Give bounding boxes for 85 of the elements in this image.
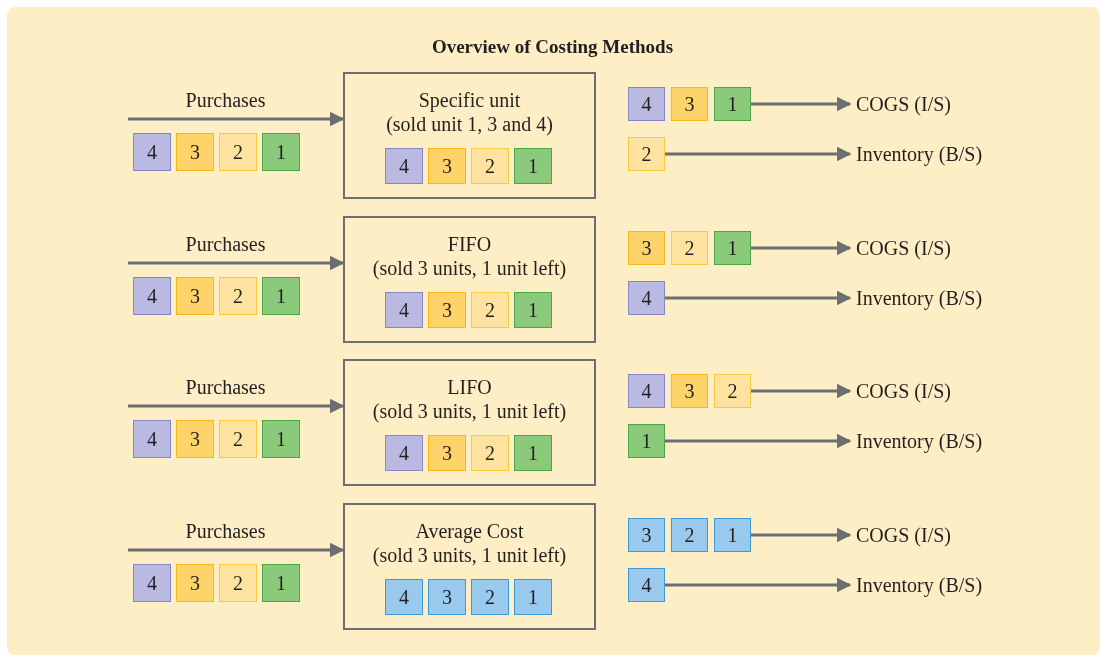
- unit-square: 1: [514, 292, 552, 328]
- edge-label: Purchases: [185, 233, 266, 256]
- arrow: [751, 96, 852, 112]
- unit-square: 4: [628, 281, 665, 315]
- unit-square: 3: [176, 420, 214, 458]
- unit-square: 2: [219, 420, 257, 458]
- unit-square: 3: [428, 435, 466, 471]
- unit-square: 1: [714, 87, 751, 121]
- unit-square: 4: [133, 564, 171, 602]
- account-label: Inventory (B/S): [850, 570, 1010, 600]
- account-label: COGS (I/S): [850, 233, 980, 263]
- unit-square: 1: [262, 277, 300, 315]
- unit-square: 3: [428, 579, 466, 615]
- unit-square: 3: [671, 374, 708, 408]
- unit-square: 1: [514, 579, 552, 615]
- unit-square: 1: [262, 564, 300, 602]
- unit-square: 3: [176, 564, 214, 602]
- method-title: Average Cost: [414, 519, 525, 543]
- arrow: [751, 383, 852, 399]
- method-box: [343, 216, 596, 343]
- unit-square: 3: [428, 292, 466, 328]
- edge-label: Purchases: [185, 520, 266, 543]
- account-label: COGS (I/S): [850, 520, 980, 550]
- method-note: (sold 3 units, 1 unit left): [371, 543, 568, 567]
- edge-label: Purchases: [185, 376, 266, 399]
- unit-square: 3: [628, 231, 665, 265]
- unit-square: 4: [628, 568, 665, 602]
- arrow: [128, 542, 345, 558]
- unit-square: 4: [628, 87, 665, 121]
- unit-square: 4: [133, 420, 171, 458]
- unit-square: 2: [219, 564, 257, 602]
- unit-square: 2: [471, 292, 509, 328]
- unit-square: 2: [471, 148, 509, 184]
- arrow: [751, 527, 852, 543]
- account-label: COGS (I/S): [850, 89, 980, 119]
- unit-square: 2: [219, 133, 257, 171]
- arrow: [128, 255, 345, 271]
- unit-square: 1: [628, 424, 665, 458]
- method-title: LIFO: [446, 375, 493, 399]
- unit-square: 2: [671, 518, 708, 552]
- unit-square: 4: [628, 374, 665, 408]
- method-box: [343, 503, 596, 630]
- method-title: FIFO: [446, 232, 493, 256]
- unit-square: 4: [385, 148, 423, 184]
- arrow: [665, 577, 852, 593]
- edge-label: Purchases: [185, 89, 266, 112]
- unit-square: 1: [262, 133, 300, 171]
- unit-square: 1: [262, 420, 300, 458]
- unit-square: 1: [514, 148, 552, 184]
- unit-square: 1: [714, 231, 751, 265]
- unit-square: 3: [176, 277, 214, 315]
- unit-square: 1: [714, 518, 751, 552]
- arrow: [665, 290, 852, 306]
- diagram-title: Overview of Costing Methods: [430, 36, 675, 58]
- unit-square: 4: [133, 133, 171, 171]
- account-label: COGS (I/S): [850, 376, 980, 406]
- method-box: [343, 359, 596, 486]
- arrow: [665, 146, 852, 162]
- arrow: [751, 240, 852, 256]
- unit-square: 2: [671, 231, 708, 265]
- method-note: (sold 3 units, 1 unit left): [371, 399, 568, 423]
- method-title: Specific unit: [417, 88, 522, 112]
- unit-square: 4: [385, 435, 423, 471]
- unit-square: 4: [385, 579, 423, 615]
- unit-square: 4: [133, 277, 171, 315]
- arrow: [128, 111, 345, 127]
- arrow: [128, 398, 345, 414]
- unit-square: 2: [471, 579, 509, 615]
- account-label: Inventory (B/S): [850, 426, 1010, 456]
- unit-square: 3: [628, 518, 665, 552]
- account-label: Inventory (B/S): [850, 139, 1010, 169]
- unit-square: 3: [428, 148, 466, 184]
- unit-square: 2: [714, 374, 751, 408]
- method-note: (sold unit 1, 3 and 4): [385, 112, 554, 136]
- unit-square: 3: [176, 133, 214, 171]
- unit-square: 2: [219, 277, 257, 315]
- account-label: Inventory (B/S): [850, 283, 1010, 313]
- unit-square: 3: [671, 87, 708, 121]
- unit-square: 2: [628, 137, 665, 171]
- method-note: (sold 3 units, 1 unit left): [371, 256, 568, 280]
- arrow: [665, 433, 852, 449]
- unit-square: 1: [514, 435, 552, 471]
- unit-square: 4: [385, 292, 423, 328]
- unit-square: 2: [471, 435, 509, 471]
- method-box: [343, 72, 596, 199]
